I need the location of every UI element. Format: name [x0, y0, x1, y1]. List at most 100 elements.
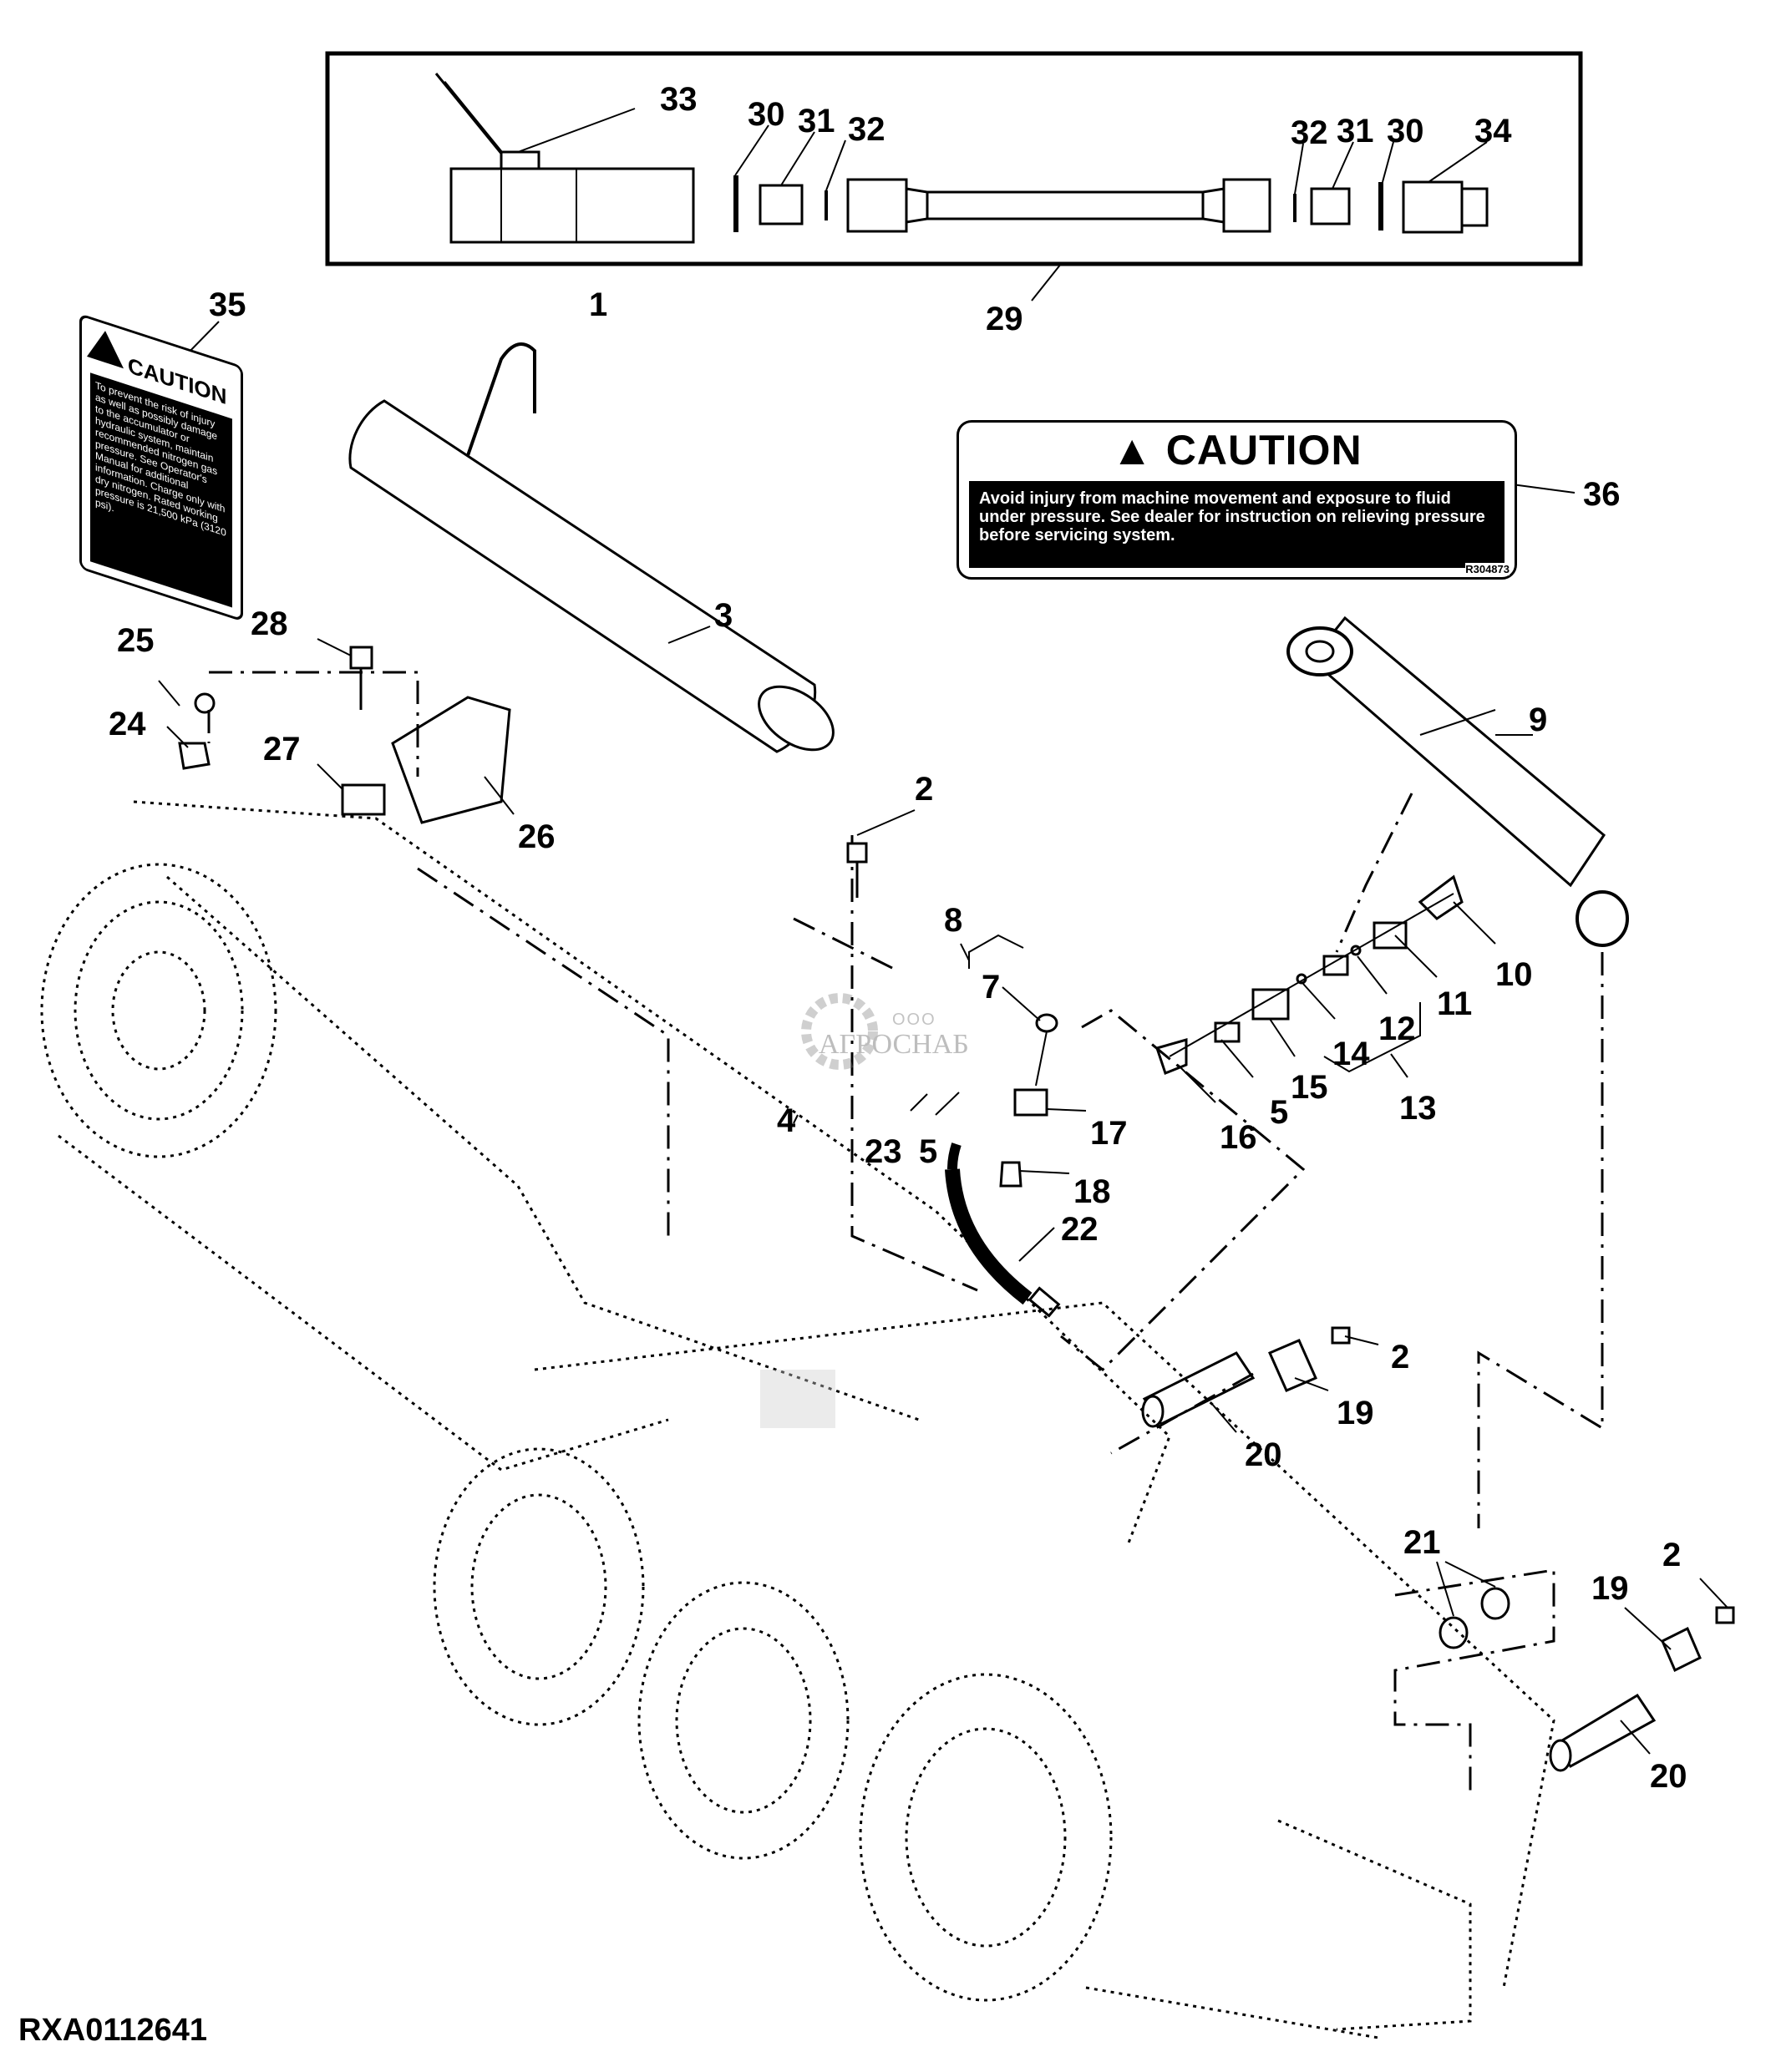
callout-19: 19: [1337, 1395, 1374, 1431]
tee-17: [1013, 1088, 1048, 1117]
bolt-2-mid: [1331, 1326, 1351, 1345]
callout-33: 33: [660, 81, 698, 118]
callout-17: 17: [1090, 1115, 1128, 1152]
callout-12: 12: [1378, 1011, 1416, 1047]
callout-9: 9: [1529, 702, 1547, 738]
callout-20: 20: [1650, 1758, 1687, 1795]
fitting-31-right: [1310, 187, 1351, 225]
callout-8: 8: [944, 902, 962, 939]
bolt-2-top: [846, 842, 868, 864]
callout-2: 2: [915, 771, 933, 808]
nut-24: [178, 742, 211, 770]
cap-10: [1418, 874, 1464, 920]
callout-35: 35: [209, 286, 246, 323]
callout-2: 2: [1662, 1537, 1681, 1573]
inset-frame: [325, 51, 1583, 266]
bolt-28: [349, 646, 373, 710]
callout-14: 14: [1332, 1036, 1370, 1072]
callout-18: 18: [1073, 1173, 1111, 1210]
hose-group: [793, 835, 1306, 1372]
callout-labels: 1 2 2 2 3 4 5 5 7 8 9 10 11 12 13 14 15 …: [109, 81, 1687, 1795]
callout-32: 32: [848, 111, 885, 148]
callout-28: 28: [251, 605, 288, 642]
caution-36-title: ▲ CAUTION: [1111, 427, 1362, 474]
seal-30-left: [733, 175, 738, 232]
roller-2: [637, 1581, 850, 1860]
valve-stem-block: [500, 150, 540, 170]
hose-nut-left: [846, 178, 908, 233]
callout-20: 20: [1245, 1436, 1282, 1473]
plate-19-lower: [1661, 1626, 1702, 1673]
tee-15: [1251, 988, 1290, 1021]
callout-36: 36: [1583, 476, 1621, 513]
callout-31: 31: [798, 103, 835, 139]
hose-nut-right: [1222, 178, 1271, 233]
seal-32-left: [825, 190, 828, 220]
callout-1: 1: [589, 286, 607, 323]
caution-decal-35: CAUTION To prevent the risk of injury as…: [79, 313, 243, 622]
caution-decal-36: ▲ CAUTION Avoid injury from machine move…: [957, 420, 1517, 580]
callout-5: 5: [919, 1133, 937, 1170]
bolt-2-lower: [1715, 1606, 1735, 1624]
callout-15: 15: [1291, 1069, 1328, 1106]
callout-22: 22: [1061, 1211, 1099, 1248]
callout-30: 30: [1387, 113, 1424, 149]
track-frame-phantom: [40, 800, 1555, 2039]
caution-36-part-code: R304873: [1465, 563, 1510, 575]
callout-24: 24: [109, 706, 146, 742]
callout-19: 19: [1591, 1570, 1629, 1607]
callout-11: 11: [1437, 985, 1472, 1022]
callout-29: 29: [986, 301, 1023, 337]
callout-2: 2: [1391, 1339, 1409, 1375]
bushing-21b: [1480, 1587, 1510, 1620]
callout-27: 27: [263, 731, 301, 768]
callout-10: 10: [1495, 956, 1533, 993]
watermark-brand: АГРОСНАБ: [819, 1029, 969, 1060]
accumulator-group: [348, 342, 835, 753]
fitting-12: [1322, 955, 1349, 976]
fitting-train: [1155, 874, 1496, 1103]
callout-3: 3: [714, 597, 733, 634]
pin-group: [846, 809, 1735, 1796]
watermark-prefix: ООО: [892, 1011, 936, 1029]
washer-25: [194, 692, 216, 714]
watermark-logo: ООО АГРОСНАБ: [794, 985, 994, 1077]
bracket-group: [158, 626, 711, 1236]
fitting-31-left: [759, 184, 804, 225]
caution-36-text: Avoid injury from machine movement and e…: [969, 481, 1505, 568]
callout-23: 23: [865, 1133, 902, 1170]
bracket-26: [391, 696, 511, 824]
roller-1: [433, 1447, 645, 1726]
callout-4: 4: [777, 1102, 796, 1139]
callout-26: 26: [518, 818, 556, 855]
roller-3: [859, 1673, 1113, 2002]
callout-16: 16: [1220, 1119, 1257, 1156]
block-27: [341, 783, 386, 816]
quick-coupler-34: [1402, 180, 1464, 234]
callout-30: 30: [748, 96, 785, 133]
nut-5-right: [1214, 1021, 1241, 1043]
ball-valve-body: [449, 167, 695, 244]
callout-32: 32: [1291, 114, 1328, 151]
adapter-11: [1373, 921, 1408, 950]
accumulator: [348, 399, 817, 753]
callout-34: 34: [1474, 113, 1512, 149]
drive-wheel: [40, 863, 277, 1158]
seal-30-right: [1378, 182, 1383, 231]
gear-icon: [801, 993, 878, 1070]
warning-triangle-icon: [87, 324, 124, 369]
pressure-switch-18: [999, 1161, 1022, 1188]
hose-tube: [926, 190, 1205, 220]
cap-7: [1035, 1013, 1058, 1033]
bushing-21a: [1439, 1616, 1469, 1649]
hose-assembly-inset: [325, 51, 1583, 301]
callout-25: 25: [117, 622, 155, 659]
callout-7: 7: [982, 969, 1000, 1006]
seal-32-right: [1293, 194, 1296, 222]
figure-id: RXA0112641: [18, 2013, 208, 2048]
callout-13: 13: [1399, 1090, 1437, 1127]
plate-19-upper: [1268, 1339, 1317, 1392]
hose-22: [945, 1168, 1033, 1305]
callout-31: 31: [1337, 113, 1374, 149]
